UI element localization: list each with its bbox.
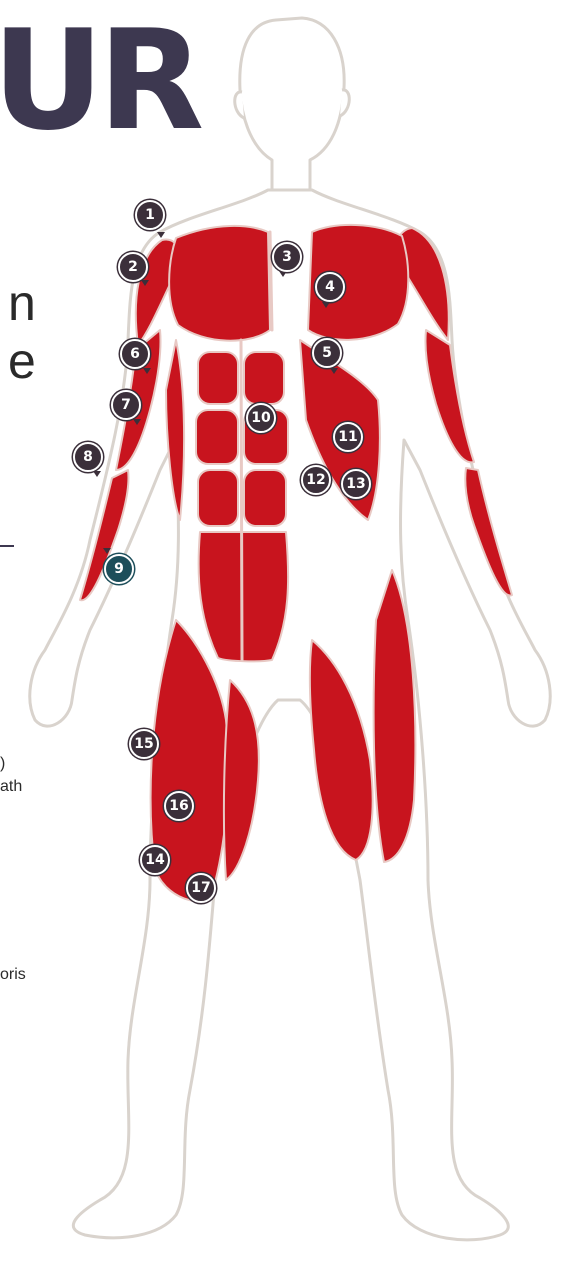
ab-2-left (196, 410, 238, 464)
ab-1-left (198, 352, 238, 404)
ab-3-right (244, 470, 286, 526)
marker-10[interactable]: 10 (246, 403, 276, 433)
marker-12[interactable]: 12 (301, 465, 331, 495)
pectoral-left (169, 226, 270, 341)
marker-1[interactable]: 1 (135, 200, 165, 230)
pointer-2 (141, 280, 149, 286)
pointer-9 (103, 548, 111, 554)
marker-14[interactable]: 14 (140, 845, 170, 875)
pointer-7 (133, 419, 141, 425)
marker-2[interactable]: 2 (118, 252, 148, 282)
marker-11[interactable]: 11 (333, 422, 363, 452)
pointer-4 (322, 302, 330, 308)
marker-9[interactable]: 9 (104, 554, 134, 584)
ab-1-right (244, 352, 284, 404)
marker-4[interactable]: 4 (315, 272, 345, 302)
pointer-6 (143, 368, 151, 374)
body-outline (30, 190, 550, 1240)
marker-13[interactable]: 13 (341, 469, 371, 499)
marker-17[interactable]: 17 (186, 873, 216, 903)
quad-right-outer (374, 570, 416, 862)
marker-8[interactable]: 8 (73, 442, 103, 472)
marker-16[interactable]: 16 (164, 791, 194, 821)
linea-alba (241, 340, 242, 660)
marker-3[interactable]: 3 (272, 242, 302, 272)
sternum-line (270, 232, 272, 330)
marker-15[interactable]: 15 (129, 729, 159, 759)
head-outline (240, 18, 344, 200)
pointer-5 (330, 368, 338, 374)
ab-3-left (198, 470, 238, 526)
pointer-1 (157, 232, 165, 238)
marker-7[interactable]: 7 (111, 390, 141, 420)
marker-5[interactable]: 5 (312, 338, 342, 368)
pointer-8 (93, 471, 101, 477)
marker-6[interactable]: 6 (120, 339, 150, 369)
